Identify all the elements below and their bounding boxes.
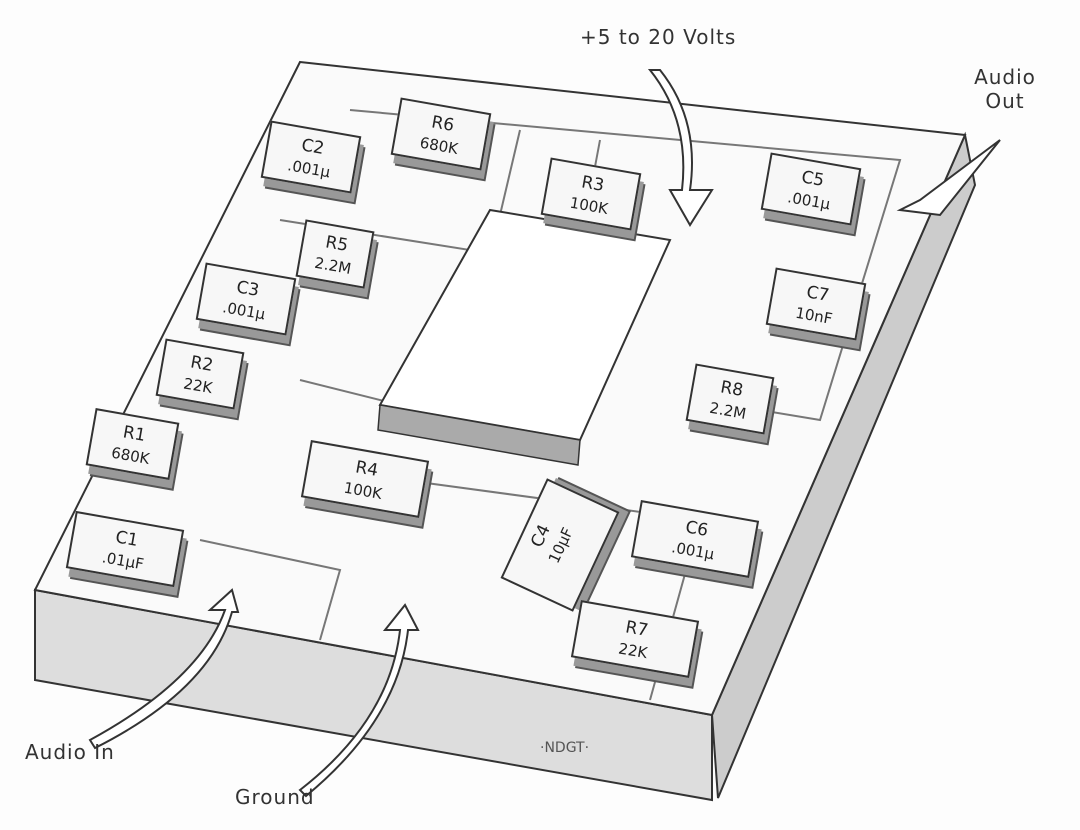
audio-in-label: Audio In: [25, 740, 115, 764]
ground-label: Ground: [235, 785, 315, 809]
artist-signature: ·NDGT·: [540, 740, 590, 756]
ic-chip-side: [377, 404, 581, 466]
arrows: [88, 69, 1001, 798]
audio-in-arrow: [88, 588, 240, 750]
power-label: +5 to 20 Volts: [580, 25, 737, 49]
ground-arrow: [298, 603, 420, 798]
audio-out-arrow: [896, 139, 1001, 217]
audio-out-label: Audio Out: [974, 65, 1036, 113]
power-arrow: [647, 69, 714, 227]
